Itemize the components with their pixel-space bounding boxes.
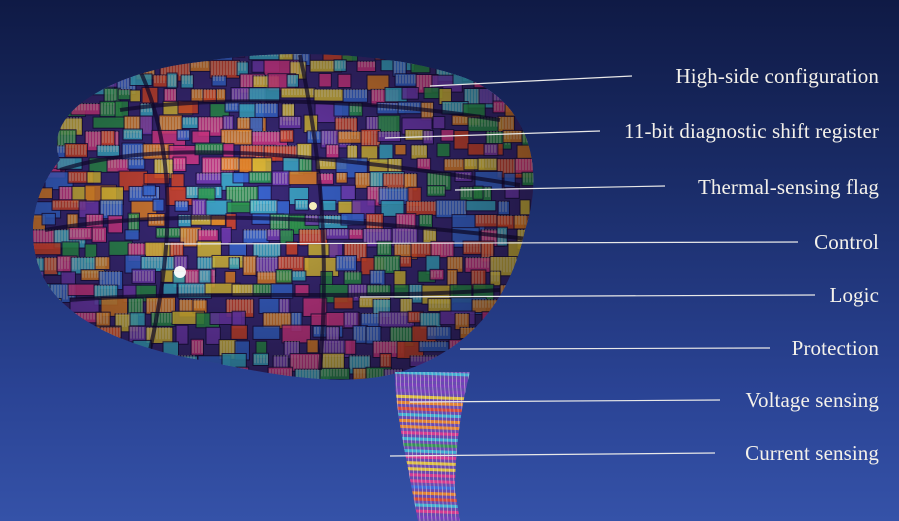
leader-line [460, 348, 770, 349]
label-diagnostic-shift-register: 11-bit diagnostic shift register [624, 119, 879, 143]
label-current-sensing: Current sensing [745, 441, 879, 465]
label-thermal-sensing-flag: Thermal-sensing flag [698, 175, 879, 199]
label-protection: Protection [792, 336, 879, 360]
label-high-side-configuration: High-side configuration [675, 64, 879, 88]
label-control: Control [814, 230, 879, 254]
label-logic: Logic [830, 283, 879, 307]
brain-stem [390, 370, 476, 521]
label-voltage-sensing: Voltage sensing [745, 388, 879, 412]
